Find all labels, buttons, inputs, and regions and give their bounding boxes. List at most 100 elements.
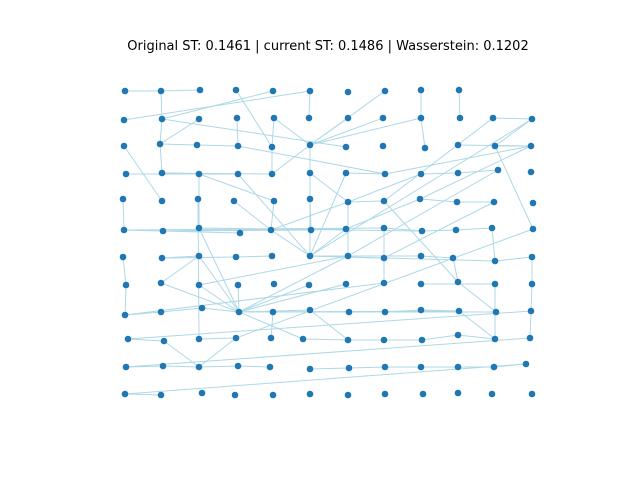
graph-node bbox=[380, 254, 388, 262]
graph-edge bbox=[348, 366, 386, 369]
graph-node bbox=[268, 170, 276, 178]
graph-edge bbox=[457, 281, 497, 313]
graph-edge bbox=[201, 307, 240, 313]
graph-edge bbox=[125, 337, 531, 368]
graph-edge bbox=[124, 311, 162, 316]
graph-node bbox=[491, 280, 499, 288]
graph-node bbox=[124, 335, 132, 343]
graph-node bbox=[266, 363, 274, 371]
graph-edge bbox=[159, 118, 163, 145]
graph-node bbox=[306, 252, 314, 260]
graph-node bbox=[381, 363, 389, 371]
graph-edge bbox=[159, 143, 198, 146]
graph-nodes bbox=[119, 86, 537, 399]
graph-node bbox=[195, 224, 203, 232]
graph-edge bbox=[159, 143, 163, 174]
graph-edge bbox=[237, 145, 386, 175]
graph-node bbox=[421, 144, 429, 152]
graph-node bbox=[344, 252, 352, 260]
graph-edge bbox=[125, 365, 164, 368]
graph-node bbox=[231, 391, 239, 399]
graph-node bbox=[234, 142, 242, 150]
graph-node bbox=[270, 280, 278, 288]
graph-edge bbox=[420, 309, 460, 312]
graph-node bbox=[342, 169, 350, 177]
graph-edge bbox=[270, 311, 274, 339]
graph-edge bbox=[124, 393, 162, 396]
graph-node bbox=[418, 227, 426, 235]
graph-edge bbox=[273, 117, 311, 146]
graph-edge bbox=[123, 229, 241, 234]
graph-edge bbox=[309, 118, 533, 257]
graph-node bbox=[120, 226, 128, 234]
graph-node bbox=[345, 364, 353, 372]
graph-node bbox=[157, 87, 165, 95]
graph-node bbox=[195, 115, 203, 123]
graph-node bbox=[157, 308, 165, 316]
graph-edge bbox=[494, 256, 533, 262]
graph-node bbox=[305, 114, 313, 122]
graph-node bbox=[232, 86, 240, 94]
graph-node bbox=[417, 86, 425, 94]
graph-node bbox=[119, 195, 127, 203]
graph-edge bbox=[198, 284, 240, 313]
graph-node bbox=[491, 142, 499, 150]
graph-edge bbox=[452, 257, 459, 283]
graph-edge bbox=[235, 89, 273, 148]
graph-edge bbox=[198, 173, 275, 202]
graph-node bbox=[159, 362, 167, 370]
graph-node bbox=[380, 224, 388, 232]
graph-edge bbox=[198, 337, 237, 340]
graph-node bbox=[494, 166, 502, 174]
graph-edge bbox=[160, 89, 201, 92]
graph-edges bbox=[122, 89, 534, 396]
graph-edge bbox=[124, 284, 127, 316]
graph-edge bbox=[309, 228, 347, 257]
graph-node bbox=[381, 87, 389, 95]
graph-edge bbox=[237, 365, 271, 368]
graph-edge bbox=[492, 117, 533, 120]
graph-node bbox=[490, 363, 498, 371]
graph-node bbox=[528, 253, 536, 261]
graph-edge bbox=[124, 282, 385, 316]
graph-edge bbox=[235, 255, 273, 258]
graph-node bbox=[527, 307, 535, 315]
graph-node bbox=[379, 114, 387, 122]
graph-node bbox=[527, 142, 535, 150]
graph-node bbox=[306, 306, 314, 314]
graph-node bbox=[529, 225, 537, 233]
graph-edge bbox=[383, 200, 459, 283]
graph-node bbox=[120, 142, 128, 150]
graph-node bbox=[198, 304, 206, 312]
graph-edge bbox=[494, 118, 533, 147]
graph-node bbox=[491, 257, 499, 265]
graph-edge bbox=[237, 284, 240, 313]
graph-node bbox=[270, 114, 278, 122]
graph-edge bbox=[161, 172, 200, 175]
graph-node bbox=[158, 169, 166, 177]
graph-edge bbox=[308, 90, 311, 119]
graph-node bbox=[342, 143, 350, 151]
graph-node bbox=[157, 391, 165, 399]
graph-node bbox=[381, 308, 389, 316]
graph-edge bbox=[310, 228, 347, 231]
graph-edge bbox=[347, 200, 385, 203]
graph-edge bbox=[347, 169, 499, 257]
graph-edge bbox=[270, 229, 311, 257]
graph-node bbox=[344, 198, 352, 206]
graph-edge bbox=[309, 117, 384, 146]
graph-node bbox=[454, 363, 462, 371]
graph-node bbox=[417, 170, 425, 178]
graph-node bbox=[522, 360, 530, 368]
graph-edge bbox=[233, 200, 272, 231]
graph-node bbox=[160, 337, 168, 345]
graph-edge bbox=[198, 227, 240, 313]
graph-edge bbox=[160, 307, 203, 313]
graph-node bbox=[198, 389, 206, 397]
graph-node bbox=[454, 169, 462, 177]
graph-edge bbox=[236, 117, 239, 147]
graph-node bbox=[488, 224, 496, 232]
graph-node bbox=[488, 390, 496, 398]
graph-edge bbox=[309, 117, 349, 146]
graph-node bbox=[453, 198, 461, 206]
